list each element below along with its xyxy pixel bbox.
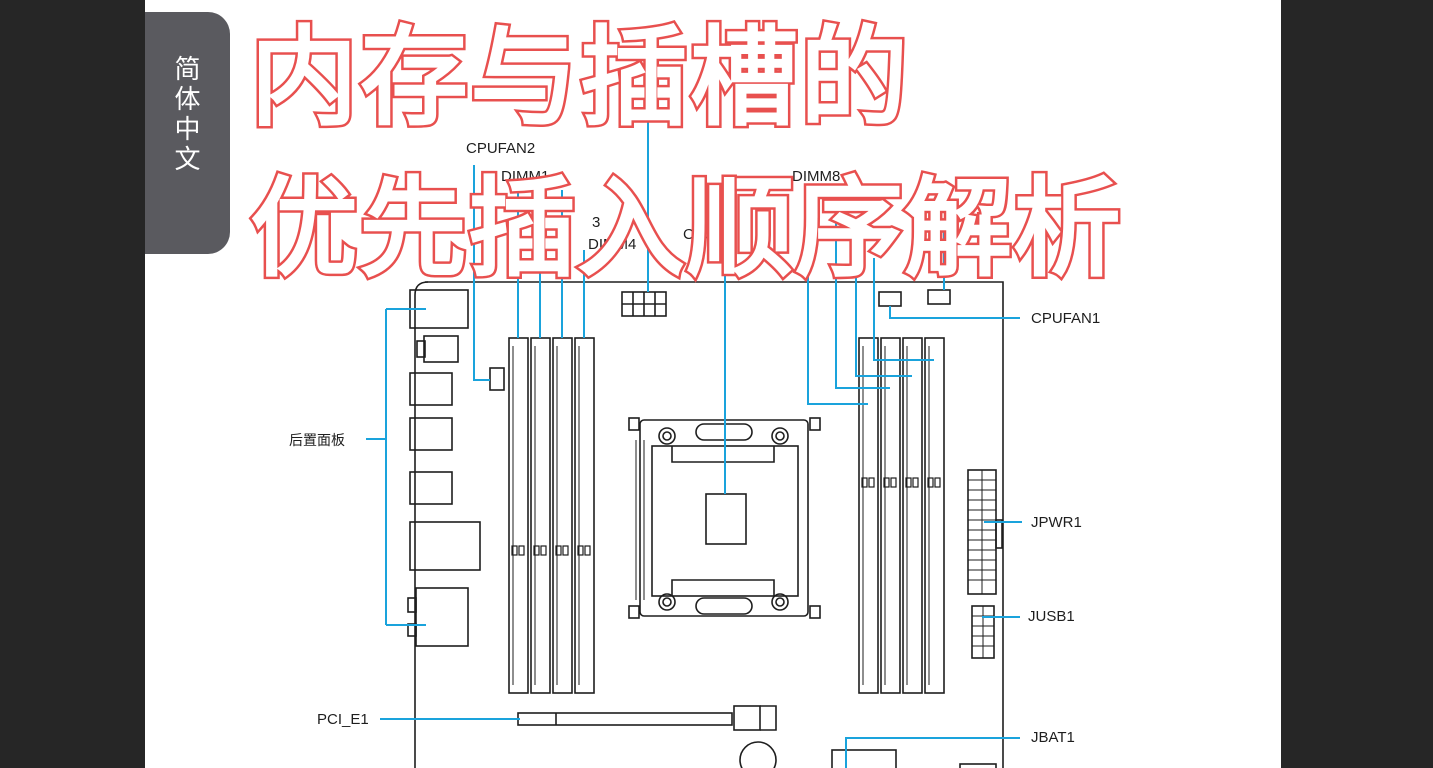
rear-io-block-6 xyxy=(409,521,481,571)
label-pci-e1: PCI_E1 xyxy=(317,711,369,728)
rear-io-block-5 xyxy=(409,471,453,505)
dimm-slot-6 xyxy=(880,337,901,694)
label-dimm8: DIMM8 xyxy=(792,168,841,185)
language-tab-label: 简体中文 xyxy=(170,55,200,175)
label-rear-panel: 后置面板 xyxy=(289,433,345,449)
leader-cpufan2 xyxy=(473,165,490,381)
jusb1-connector xyxy=(971,605,995,659)
label-jpwr1: JPWR1 xyxy=(1031,514,1082,531)
manual-page xyxy=(145,0,1281,768)
jpwr1-connector xyxy=(967,469,1003,595)
leader-cpufan1 xyxy=(889,306,1020,319)
cpufan2-header xyxy=(489,367,505,391)
rear-io-block-3 xyxy=(409,372,453,406)
leader-dimm-right-2 xyxy=(835,215,890,389)
label-jusb1: JUSB1 xyxy=(1028,608,1075,625)
bottom-chip xyxy=(831,749,897,768)
rear-io-block-2 xyxy=(423,335,459,363)
label-dimm4: DIMM4 xyxy=(588,236,637,253)
label-jbat1: JBAT1 xyxy=(1031,729,1075,746)
dimm-slot-2 xyxy=(530,337,551,694)
language-tab[interactable] xyxy=(145,12,230,254)
dimm-slot-8 xyxy=(924,337,945,694)
leader-dimm1 xyxy=(517,190,585,338)
rear-io-block-4 xyxy=(409,417,453,451)
board-outline xyxy=(414,281,1004,768)
leader-rear-panel xyxy=(366,308,426,626)
leader-dimm-right-1 xyxy=(807,195,868,405)
rear-io-block-7 xyxy=(415,587,469,647)
label-cpufan2: CPUFAN2 xyxy=(466,140,536,157)
leader-jbat1 xyxy=(845,737,1020,768)
dimm-slot-4 xyxy=(574,337,595,694)
leader-dimm-right-4 xyxy=(873,258,934,361)
overlay-title-line-1: 内存与插槽的 xyxy=(247,14,911,144)
dimm-slot-3 xyxy=(552,337,573,694)
pci-e1-slot xyxy=(517,705,777,731)
label-dimm3: 3 xyxy=(592,214,601,231)
label-cpu: CPU xyxy=(683,226,715,243)
label-cpufan1: CPUFAN1 xyxy=(1031,310,1101,327)
dimm-slot-7 xyxy=(902,337,923,694)
overlay-title-line-2: 优先插入顺序解析 xyxy=(247,165,1123,295)
leader-dimm-right-3 xyxy=(855,225,912,377)
label-dimm1: DIMM1 xyxy=(501,168,550,185)
dimm-slot-5 xyxy=(858,337,879,694)
jbat1-battery xyxy=(739,741,777,768)
dimm-slot-1 xyxy=(508,337,529,694)
leader-lines xyxy=(366,110,1022,768)
